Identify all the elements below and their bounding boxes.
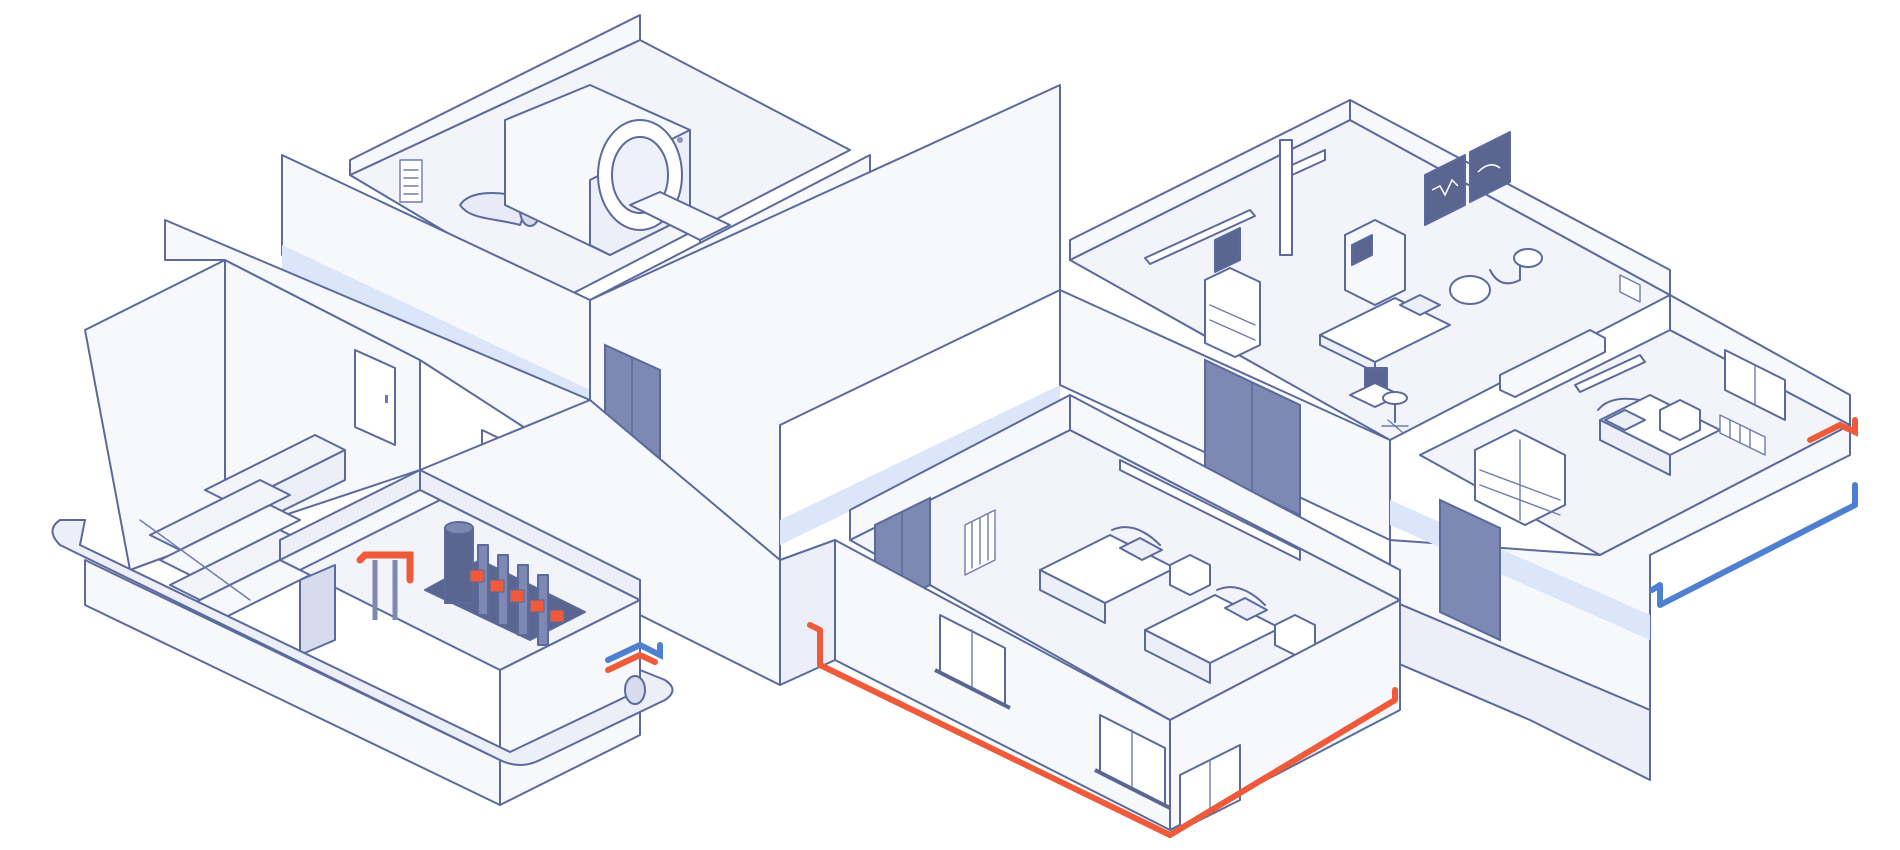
window-icon [1094, 714, 1171, 810]
boiler-icon [356, 521, 565, 646]
wall-rail [1574, 354, 1646, 393]
mri-scanner-icon [459, 84, 731, 256]
right-hot-pipe [1807, 417, 1858, 443]
front-center-wall [779, 539, 836, 686]
door-icon [1204, 358, 1301, 517]
medical-cabinet-icon [1474, 429, 1566, 526]
counter [1499, 329, 1606, 398]
anesthesia-machine-icon [1344, 219, 1406, 306]
door-icon [299, 564, 336, 656]
door-icon [354, 349, 396, 446]
mri-room-back-wall [349, 14, 641, 176]
central-accent-band [780, 385, 1060, 545]
stool-icon [1381, 391, 1409, 433]
small-cabinet [1659, 399, 1701, 441]
boiler-hot-pipe [605, 651, 658, 673]
pipe-icon [605, 417, 1858, 838]
operating-table-icon [1319, 294, 1451, 408]
ward-room [849, 394, 1401, 721]
wall-rail [1119, 459, 1301, 561]
ward-hot-pipe [807, 622, 1398, 838]
radiator-icon [964, 509, 996, 576]
boiler-room [279, 469, 641, 671]
ceiling-rail-icon [1144, 139, 1326, 265]
wall-vent-icon [1619, 274, 1641, 303]
hospital-bed-icon [1039, 526, 1211, 624]
window-icon [1179, 744, 1241, 831]
boiler-room-ceiling-slab [279, 489, 441, 571]
operating-room [1069, 99, 1671, 441]
mri-table [629, 191, 731, 241]
equipment-cart-icon [1204, 227, 1261, 358]
surgical-lamp-icon [1449, 248, 1543, 305]
recovery-room [1419, 294, 1851, 556]
patient-monitor-display [1424, 131, 1511, 226]
boiler-cold-pipe [605, 641, 663, 663]
mri-room [281, 14, 851, 415]
window-icon [1724, 349, 1786, 421]
radiator-icon [1719, 414, 1766, 456]
window-icon [934, 614, 1011, 710]
base-slab [51, 519, 674, 766]
hospital-bed-icon [1144, 586, 1316, 684]
door-icon [1439, 498, 1501, 642]
right-cold-pipe [1649, 482, 1858, 608]
wall-vent-icon [399, 159, 423, 203]
